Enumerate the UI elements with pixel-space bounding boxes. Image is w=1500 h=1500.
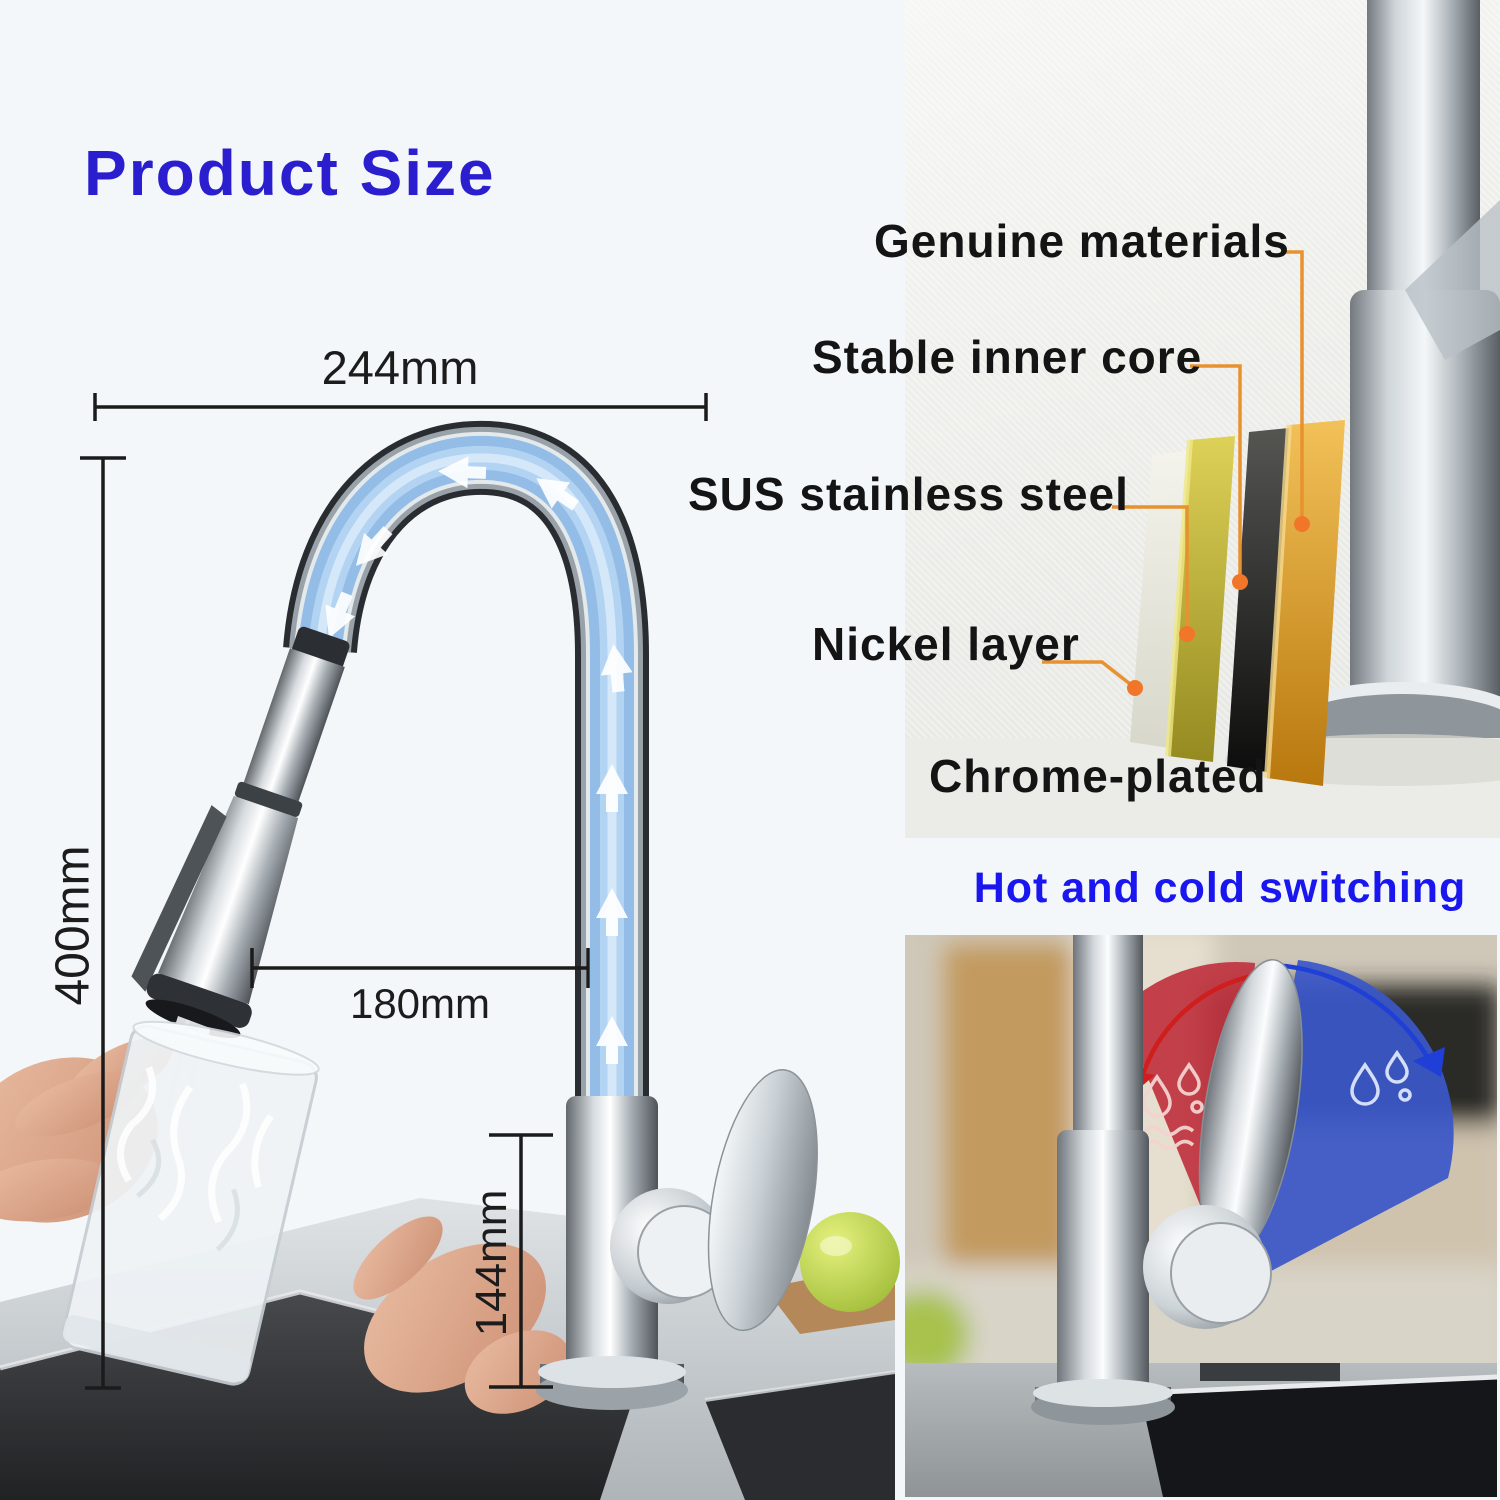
hot-water-icon [1142,1061,1204,1151]
dim-label-height: 400mm [46,845,100,1006]
faucet-handle-lever [707,1069,818,1332]
label-genuine-materials: Genuine materials [874,215,1290,267]
dim-line-180 [250,948,590,988]
water-glass [61,1020,320,1386]
faucet-body [0,420,818,1414]
label-sus-stainless-steel: SUS stainless steel [688,468,1129,520]
dim-label-width: 244mm [321,341,479,394]
sink-bottom [905,1363,1497,1497]
label-nickel-layer: Nickel layer [812,618,1080,670]
dimension-lines [80,393,708,1390]
faucet-dimension-scene [0,393,900,1500]
product-size-title: Product Size [84,137,496,209]
spray-head [131,626,350,1039]
hot-cold-switching-title: Hot and cold switching [973,864,1467,912]
label-stable-inner-core: Stable inner core [812,331,1203,383]
dim-line-244 [93,393,708,421]
label-chrome-plated: Chrome-plated [929,750,1267,802]
sink-basin [1140,1377,1497,1497]
layer-inner-core [1227,428,1289,772]
dim-line-144 [489,1133,553,1389]
sink-basin-right [705,1372,895,1500]
lime-fruit [800,1212,900,1312]
hot-direction-arrow [1138,972,1258,1082]
cold-water-icon [1350,1049,1412,1106]
spray-clip [131,805,227,992]
faucet-base [536,1069,818,1410]
dim-label-reach: 180mm [349,980,491,1027]
hot-cold-photo [905,935,1497,1497]
dim-label-base-height: 144mm [467,1189,516,1337]
dim-line-400 [80,456,126,1390]
material-layers [1130,420,1345,786]
switch-faucet [1031,935,1303,1425]
materials-photo [905,0,1500,838]
cold-direction-arrow [1272,962,1433,1065]
